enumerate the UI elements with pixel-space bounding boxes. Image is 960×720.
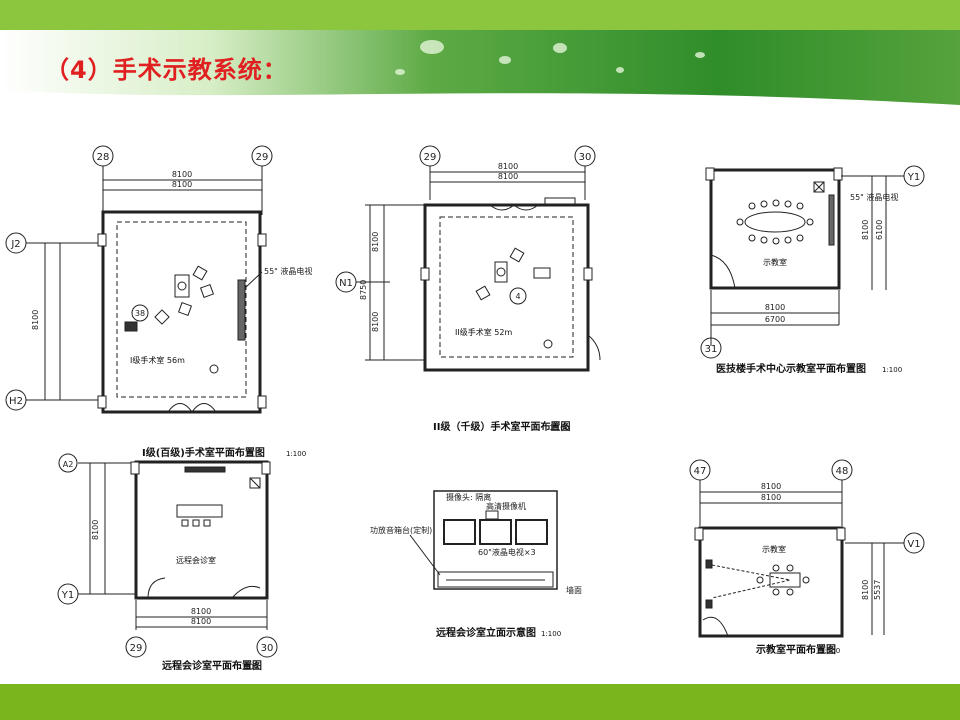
- or2-vdim-1: 8100: [371, 232, 380, 252]
- or1-camera: [209, 364, 219, 374]
- water-droplets: [395, 40, 705, 75]
- consult-dim-top: 8100: [191, 607, 211, 616]
- teach2-dim-top: 8100: [761, 482, 781, 491]
- or2-room-label: II级手术室 52m: [455, 327, 512, 337]
- or2-dim-top: 8100: [498, 162, 518, 171]
- or2-caption: II级（千级）手术室平面布置图: [433, 420, 570, 433]
- elev-tv-3: [515, 519, 548, 545]
- teach1-conference-table: [744, 211, 806, 233]
- axis-label-47: 47: [694, 466, 707, 477]
- consult-scale: 1:100: [238, 663, 258, 671]
- elev-label-camera-note: 摄像头: 隔离: [446, 492, 491, 502]
- axis-label-30: 30: [579, 152, 592, 163]
- teach1-room-label: 示教室: [763, 257, 787, 267]
- elev-tv-2: [479, 519, 512, 545]
- panel-teach2: 47 48 8100 8100 V1 8100 5537 示教室 示教室平面布置…: [689, 459, 925, 656]
- consult-caption: 远程会诊室平面布置图: [162, 659, 262, 672]
- teach2-scale: 1:100: [820, 647, 840, 655]
- elev-scale: 1:100: [541, 630, 561, 638]
- or2-vdim-2: 8100: [371, 312, 380, 332]
- elev-camera: [485, 510, 499, 520]
- panel-teach1: 示教室 55" 液晶电视 Y1 8100 6100 8100 6700 31 医…: [700, 165, 925, 375]
- elev-av-cabinet: [437, 571, 554, 588]
- dim-width-top: 8100: [172, 170, 192, 179]
- teach2-dim-bottom: 8100: [761, 493, 781, 502]
- or1-caption: I级(百级)手术室平面布置图: [142, 446, 265, 459]
- axis-label-y1b: Y1: [61, 590, 74, 601]
- or1-scale: 1:100: [286, 450, 306, 458]
- or1-operating-table: [174, 274, 190, 298]
- or1-callout-38: [131, 304, 149, 322]
- teach2-caption: 示教室平面布置图: [756, 643, 836, 656]
- or1-monitor: [124, 321, 138, 332]
- axis-label-a2: A2: [63, 460, 74, 469]
- teach1-scale: 1:100: [882, 366, 902, 374]
- slide-title: （4）手术示教系统：: [45, 56, 288, 84]
- elev-tv-1: [443, 519, 476, 545]
- axis-label-48: 48: [836, 466, 849, 477]
- axis-label-h2: H2: [9, 396, 23, 407]
- or1-tv-label: 55" 液晶电视: [264, 266, 312, 276]
- or1-tv-panel: [237, 279, 246, 341]
- teach1-dim-bottom: 6700: [765, 315, 785, 324]
- or2-outer-wall: [423, 203, 590, 372]
- panel-elevation: 摄像头: 隔离 高清摄像机 60"液晶电视×3 功放音箱台(定制) 墙面 远程会…: [370, 490, 582, 639]
- teach2-vdim-2: 5537: [873, 580, 882, 600]
- or2-vdim-total: 8750: [359, 280, 368, 300]
- panel-or2: 29 30 8100 8100 N1 8100 8100 8750 4 II级手…: [335, 145, 601, 372]
- panel-consult: A2 Y1 8100 远程会诊室 8100 8100 29 30 远程会诊室平面…: [57, 453, 278, 672]
- axis-label-29c: 29: [130, 643, 143, 654]
- or2-operating-table: [494, 261, 508, 283]
- or2-clean-zone: [439, 216, 574, 358]
- or2-scale: 1:100: [549, 424, 569, 432]
- axis-label-29: 29: [256, 152, 269, 163]
- consult-vdim: 8100: [91, 520, 100, 540]
- consult-dim-bottom: 8100: [191, 617, 211, 626]
- teach1-outer-wall: [709, 168, 841, 290]
- or1-clean-zone: [116, 221, 247, 398]
- consult-room-label: 远程会诊室: [176, 555, 216, 565]
- teach2-room-label: 示教室: [762, 544, 786, 554]
- consult-outer-wall: [134, 460, 269, 600]
- axis-label-30b: 30: [261, 643, 274, 654]
- teach1-vdim-2: 6100: [875, 220, 884, 240]
- elev-label-wall: 墙面: [566, 585, 582, 595]
- axis-label-28: 28: [97, 152, 110, 163]
- teach1-vdim-1: 8100: [861, 220, 870, 240]
- elev-label-av-desk: 功放音箱台(定制): [370, 525, 432, 535]
- dim-width-bottom: 8100: [172, 180, 192, 189]
- or1-room-label: I级手术室 56m: [130, 355, 185, 365]
- dim-height: 8100: [31, 310, 40, 330]
- axis-label-j2: J2: [10, 239, 20, 250]
- elev-wall: [433, 490, 558, 590]
- teach2-vdim-1: 8100: [861, 580, 870, 600]
- or1-callout-text: 38: [135, 309, 145, 318]
- axis-label-31: 31: [705, 344, 718, 355]
- footer-bar: [0, 684, 960, 720]
- or1-outer-wall: [101, 210, 262, 414]
- panel-or1: 28 29 8100 8100 J2 H2 8100 38 55" 液晶电视 I…: [5, 145, 312, 414]
- axis-label-v1: V1: [907, 539, 920, 550]
- teach1-tv-label: 55" 液晶电视: [850, 192, 898, 202]
- axis-label-29b: 29: [424, 152, 437, 163]
- consult-desk: [176, 504, 223, 518]
- teach2-table: [769, 572, 801, 588]
- or2-dim-bottom: 8100: [498, 172, 518, 181]
- axis-label-y1: Y1: [907, 172, 920, 183]
- header-banner: [0, 0, 960, 130]
- elev-caption: 远程会诊室立面示意图: [436, 626, 536, 639]
- elev-label-hd-camera: 高清摄像机: [486, 501, 526, 511]
- teach1-caption: 医技楼手术中心示教室平面布置图: [716, 362, 866, 375]
- teach2-outer-wall: [698, 526, 844, 638]
- teach1-dim-top: 8100: [765, 303, 785, 312]
- or1-double-door: [167, 403, 217, 413]
- axis-label-n1: N1: [339, 278, 353, 289]
- elev-label-tv: 60"液晶电视×3: [478, 547, 536, 557]
- floor-plan-drawings: 28 29 8100 8100 J2 H2 8100 38 55" 液晶电视 I…: [5, 145, 925, 672]
- or2-callout-text: 4: [515, 292, 520, 301]
